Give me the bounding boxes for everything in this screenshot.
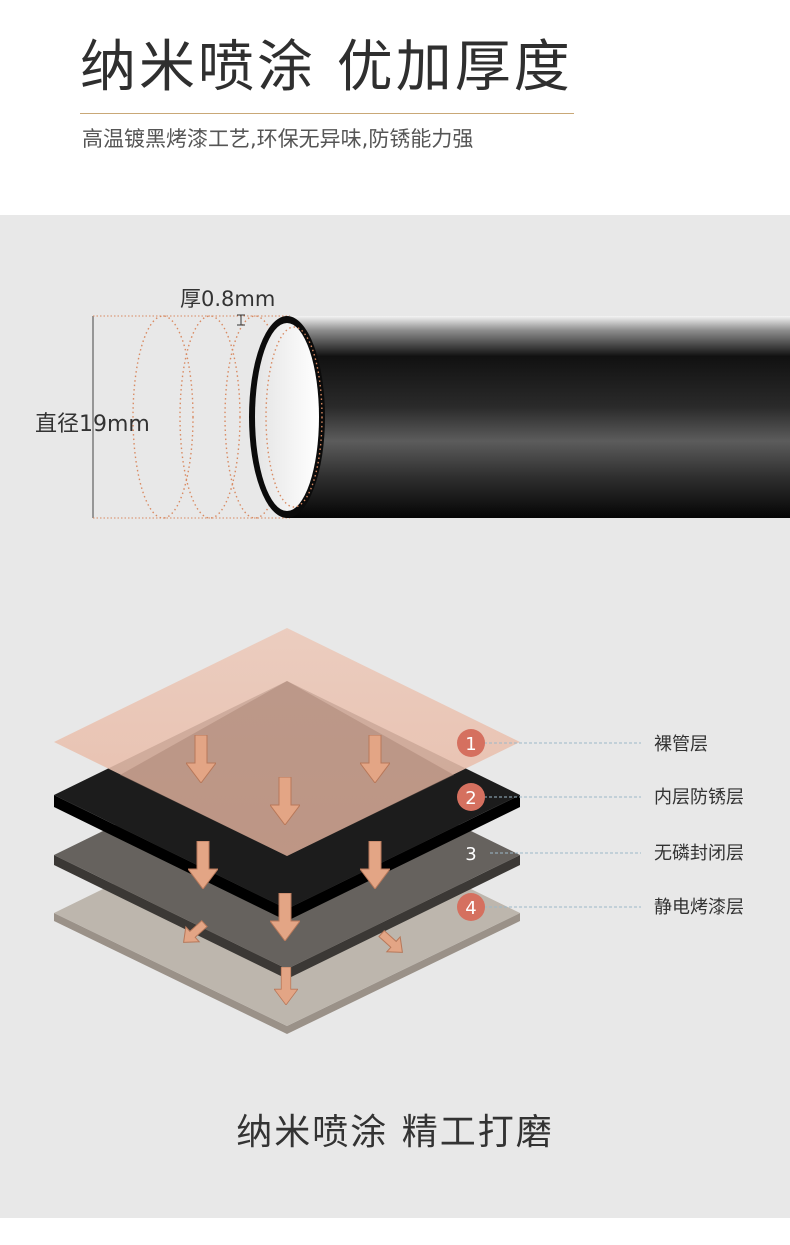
badge-number: 3 [465,844,476,865]
bottom-title: 纳米喷涂 精工打磨 [236,1112,554,1153]
header-section: 纳米喷涂 优加厚度 高温镀黑烤漆工艺,环保无异味,防锈能力强 [0,0,790,215]
content-panel: 厚0.8mm 直径19mm [0,215,790,1218]
layer-label-3: 无磷封闭层 [654,843,744,864]
badge-number: 2 [465,788,476,809]
diameter-label: 直径19mm [35,412,150,437]
guide-ellipse-inner [265,326,323,508]
footer-strip [0,1218,790,1245]
layer-label-2: 内层防锈层 [654,787,744,808]
badge-number: 4 [465,898,476,919]
arrow-icon [378,929,403,953]
tube-opening [255,323,319,511]
tube-diagram: 厚0.8mm 直径19mm [35,287,790,519]
guide-ellipse-1 [132,315,194,519]
layer-badge-3: 3 [465,844,476,865]
layer-badge-4: 4 [457,893,485,921]
arrow-icon [183,919,208,943]
illustration: 厚0.8mm 直径19mm [35,287,790,1034]
thickness-label: 厚0.8mm [180,287,275,311]
layer-badge-2: 2 [457,783,485,811]
badge-number: 1 [465,734,476,755]
layer-stack: 1 2 3 4 裸管层 内层防锈层 无磷封闭层 静电烤漆层 [54,628,744,1034]
guide-ellipse-2 [179,315,241,519]
layer-label-1: 裸管层 [654,734,708,755]
down-arrows [183,735,403,1005]
layer-badge-1: 1 [457,729,485,757]
page-subtitle: 高温镀黑烤漆工艺,环保无异味,防锈能力强 [82,127,474,151]
tube-body [287,316,790,518]
layer-label-4: 静电烤漆层 [654,897,744,918]
title-divider [80,113,574,114]
layer-1-plate [54,628,520,856]
page-title: 纳米喷涂 优加厚度 [80,35,573,100]
leader-lines [484,742,641,908]
